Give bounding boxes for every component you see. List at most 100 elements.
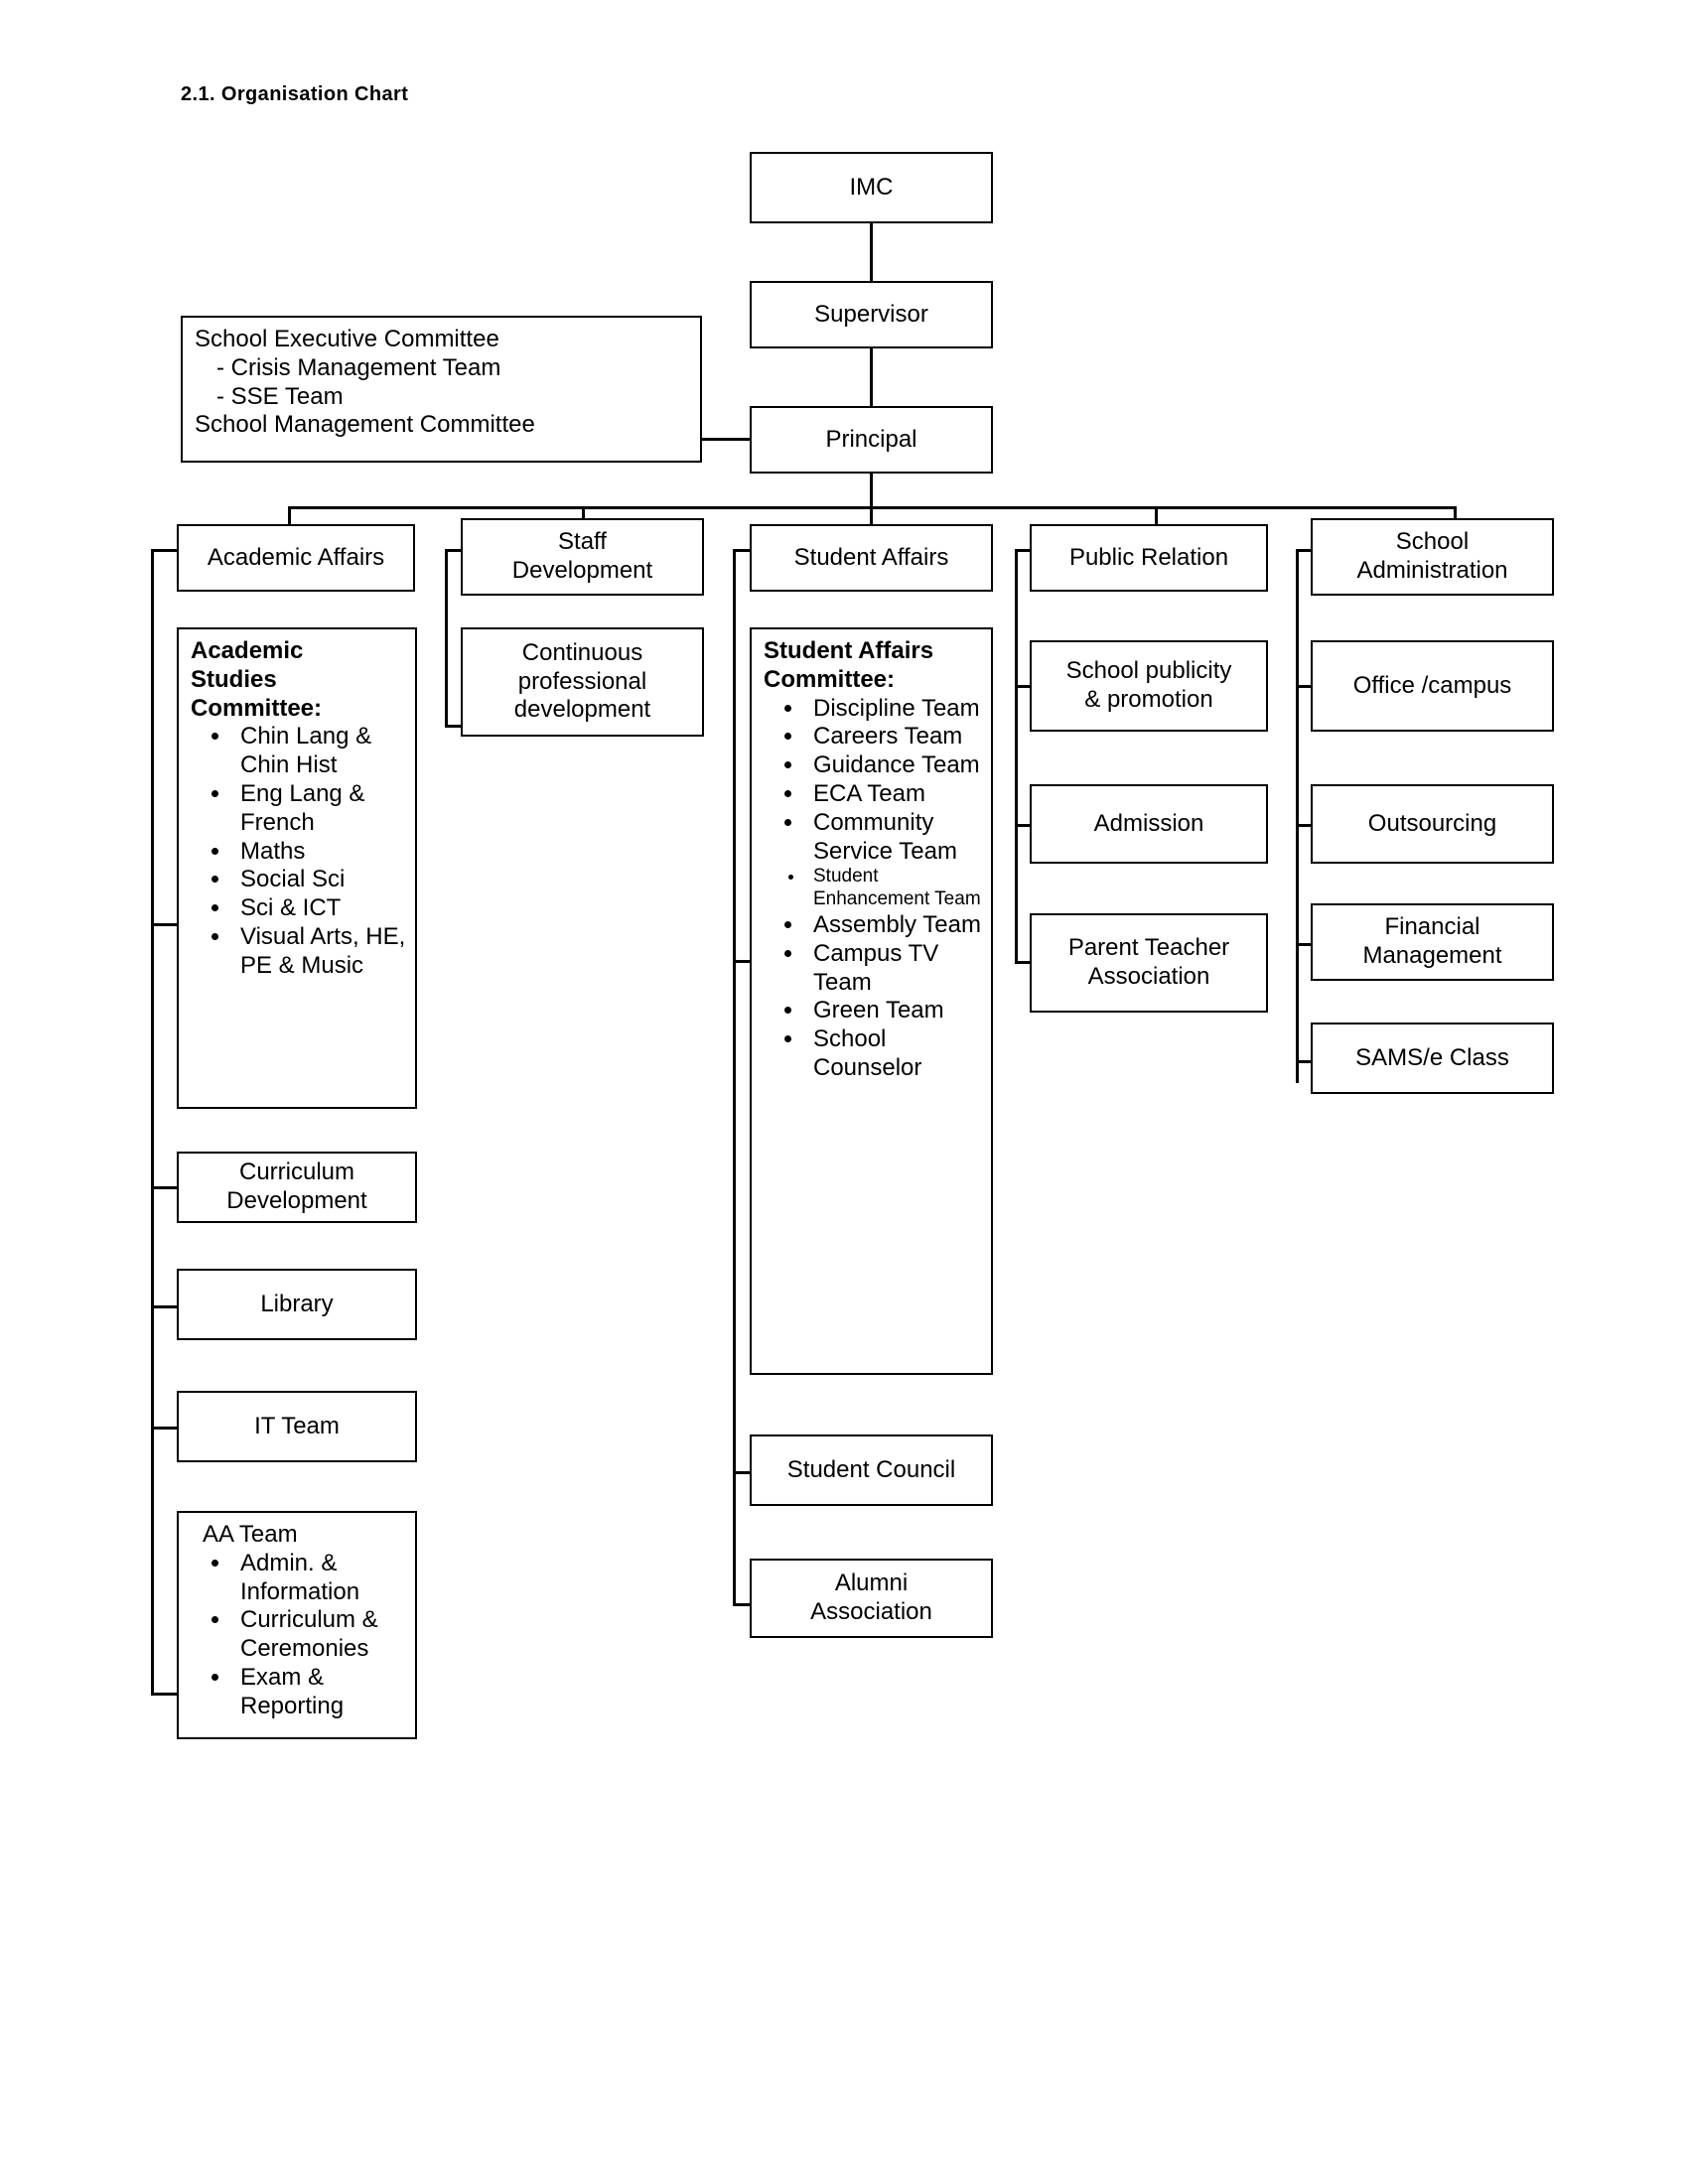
stub-public-relation-box <box>1015 549 1043 552</box>
list-item: Maths <box>232 838 409 867</box>
node-it-team[interactable]: IT Team <box>177 1391 417 1462</box>
stub-student-affairs-committee <box>733 960 761 963</box>
asc-heading-line-1: Academic <box>191 637 304 664</box>
node-school-publicity-label: School publicity & promotion <box>1065 657 1232 713</box>
node-supervisor[interactable]: Supervisor <box>750 281 993 348</box>
sec-item-sse: - SSE Team <box>216 382 344 410</box>
node-alumni-association-label: Alumni Association <box>810 1570 932 1625</box>
list-item: Student Enhancement Team <box>805 866 985 911</box>
stub-student-council <box>733 1471 761 1474</box>
stub-outsourcing <box>1296 824 1324 827</box>
node-student-affairs-committee[interactable]: Student Affairs Committee: Discipline Te… <box>750 627 993 1375</box>
node-school-administration[interactable]: School Administration <box>1311 518 1554 596</box>
stub-staff-development-box <box>445 549 473 552</box>
node-staff-development[interactable]: Staff Development <box>461 518 704 596</box>
list-item: Eng Lang & French <box>232 780 409 838</box>
node-library[interactable]: Library <box>177 1269 417 1340</box>
list-item: Careers Team <box>805 723 985 751</box>
node-curriculum-development[interactable]: Curriculum Development <box>177 1152 417 1223</box>
node-continuous-professional-development[interactable]: Continuous professional development <box>461 627 704 737</box>
node-academic-affairs-label: Academic Affairs <box>207 543 385 571</box>
node-principal[interactable]: Principal <box>750 406 993 474</box>
spine-student-affairs <box>733 549 736 1606</box>
node-imc-label: IMC <box>849 173 894 201</box>
node-alumni-association[interactable]: Alumni Association <box>750 1559 993 1638</box>
sac-heading-line-1: Student Affairs <box>764 637 934 664</box>
aa-team-heading: AA Team <box>203 1521 298 1548</box>
spine-public-relation <box>1015 549 1018 964</box>
node-school-publicity-promotion[interactable]: School publicity & promotion <box>1030 640 1268 732</box>
list-item: Discipline Team <box>805 695 985 724</box>
list-item: Guidance Team <box>805 751 985 780</box>
node-public-relation[interactable]: Public Relation <box>1030 524 1268 592</box>
node-student-affairs-label: Student Affairs <box>793 543 949 571</box>
connector-supervisor-principal <box>870 346 873 408</box>
node-student-affairs[interactable]: Student Affairs <box>750 524 993 592</box>
node-student-council[interactable]: Student Council <box>750 1434 993 1506</box>
list-item: Green Team <box>805 997 985 1025</box>
node-admission-label: Admission <box>1093 809 1204 837</box>
node-library-label: Library <box>260 1290 334 1317</box>
connector-principal-bus <box>870 472 873 508</box>
node-outsourcing-label: Outsourcing <box>1367 809 1497 837</box>
spine-staff-development <box>445 549 448 728</box>
node-cpd-label: Continuous professional development <box>513 638 651 724</box>
stub-it-team <box>151 1427 179 1430</box>
node-school-administration-label: School Administration <box>1356 528 1508 584</box>
stub-alumni-association <box>733 1603 761 1606</box>
asc-heading-line-3: Committee: <box>191 694 323 722</box>
list-item: Admin. & Information <box>232 1550 409 1607</box>
node-sams-eclass-label: SAMS/e Class <box>1355 1043 1509 1071</box>
sac-heading-line-2: Committee: <box>764 665 896 693</box>
sec-heading: School Executive Committee <box>195 326 499 352</box>
list-item: Sci & ICT <box>232 894 409 923</box>
list-item: Campus TV Team <box>805 940 985 998</box>
asc-heading-line-2: Studies <box>191 665 277 693</box>
spine-school-administration <box>1296 549 1299 1083</box>
list-item: Social Sci <box>232 866 409 894</box>
node-imc[interactable]: IMC <box>750 152 993 223</box>
node-pta-label: Parent Teacher Association <box>1067 934 1230 990</box>
stub-academic-affairs-box <box>151 549 179 552</box>
page-title: 2.1. Organisation Chart <box>181 83 409 105</box>
connector-sec-principal <box>700 438 752 441</box>
node-office-campus[interactable]: Office /campus <box>1311 640 1554 732</box>
node-staff-development-label: Staff Development <box>511 528 653 584</box>
node-public-relation-label: Public Relation <box>1068 543 1229 571</box>
stub-office-campus <box>1296 685 1324 688</box>
node-academic-studies-committee[interactable]: Academic Studies Committee: Chin Lang & … <box>177 627 417 1109</box>
spine-academic-affairs <box>151 549 154 1696</box>
stub-student-affairs-box <box>733 549 761 552</box>
node-admission[interactable]: Admission <box>1030 784 1268 864</box>
stub-sams-eclass <box>1296 1060 1324 1063</box>
node-parent-teacher-association[interactable]: Parent Teacher Association <box>1030 913 1268 1013</box>
list-item: School Counselor <box>805 1025 985 1083</box>
node-outsourcing[interactable]: Outsourcing <box>1311 784 1554 864</box>
list-item: ECA Team <box>805 780 985 809</box>
stub-library <box>151 1305 179 1308</box>
stub-parent-teacher-association <box>1015 961 1043 964</box>
node-aa-team[interactable]: AA Team Admin. & Information Curriculum … <box>177 1511 417 1739</box>
sec-footer-school-management-committee: School Management Committee <box>195 411 535 439</box>
node-sams-eclass[interactable]: SAMS/e Class <box>1311 1023 1554 1094</box>
node-supervisor-label: Supervisor <box>814 300 928 328</box>
stub-continuous-professional-development <box>445 725 473 728</box>
node-school-executive-committee[interactable]: School Executive Committee - Crisis Mana… <box>181 316 702 463</box>
stub-financial-management <box>1296 943 1324 946</box>
stub-aa-team <box>151 1693 179 1696</box>
node-student-council-label: Student Council <box>786 1455 956 1483</box>
list-item: Community Service Team <box>805 809 985 867</box>
node-academic-affairs[interactable]: Academic Affairs <box>177 524 415 592</box>
node-curriculum-development-label: Curriculum Development <box>226 1159 367 1214</box>
list-item: Exam & Reporting <box>232 1664 409 1721</box>
stub-academic-studies-committee <box>151 923 179 926</box>
node-financial-management[interactable]: Financial Management <box>1311 903 1554 981</box>
aa-team-list: Admin. & Information Curriculum & Ceremo… <box>191 1550 409 1721</box>
list-item: Visual Arts, HE, PE & Music <box>232 923 409 981</box>
node-office-campus-label: Office /campus <box>1352 671 1512 699</box>
list-item: Curriculum & Ceremonies <box>232 1606 409 1664</box>
connector-imc-supervisor <box>870 221 873 283</box>
node-financial-management-label: Financial Management <box>1362 913 1502 969</box>
stub-school-administration-box <box>1296 549 1324 552</box>
stub-curriculum-development <box>151 1186 179 1189</box>
